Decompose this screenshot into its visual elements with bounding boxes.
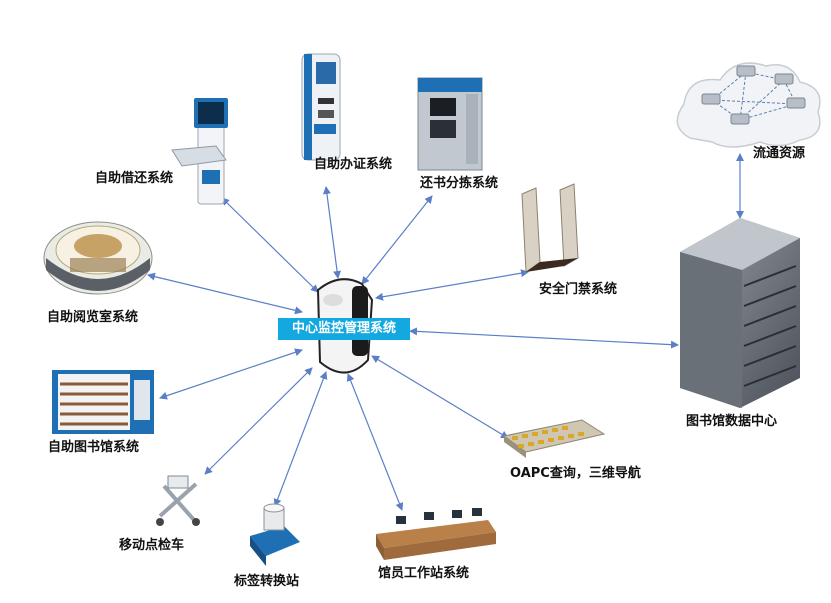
self-library-label: 自助图书馆系统 (48, 440, 140, 455)
cloud-icon (676, 62, 821, 148)
data-center-label: 图书馆数据中心 (686, 414, 778, 429)
arrow-security-gate (375, 269, 529, 301)
label-station-label: 标签转换站 (234, 574, 300, 589)
mobile-cart-label: 移动点检车 (119, 538, 185, 553)
security-gate-icon (521, 183, 579, 273)
opac-navigation-board-icon (502, 419, 606, 458)
self-checkout-kiosk-icon (171, 98, 228, 205)
center-system-label: 中心监控管理系统 (278, 318, 410, 340)
arrow-mobile-cart (204, 367, 313, 475)
arrow-staff-station (346, 373, 404, 511)
security-gate-label: 安全门禁系统 (539, 282, 618, 297)
staff-station-label: 馆员工作站系统 (378, 566, 470, 581)
connector-arrows (147, 153, 744, 511)
arrow-self-library (159, 348, 303, 400)
arrow-book-sorting (361, 195, 433, 285)
cloud-resources-label: 流通资源 (753, 146, 806, 161)
reading-room-icon (43, 221, 153, 295)
arrow-card-issue (322, 186, 342, 279)
card-issue-kiosk-icon (301, 53, 341, 161)
arrow-data-center (409, 327, 679, 349)
book-sorting-label: 还书分拣系统 (420, 176, 499, 191)
self-checkout-label: 自助借还系统 (95, 171, 174, 186)
mobile-cart-icon (156, 475, 200, 526)
server-rack-icon (680, 218, 800, 408)
arrow-opac (371, 355, 509, 439)
self-library-unit-icon (52, 370, 154, 434)
card-issue-label: 自助办证系统 (314, 157, 393, 172)
label-station-icon (250, 503, 300, 566)
arrow-label-station (273, 371, 328, 507)
book-sorting-machine-icon (417, 77, 483, 171)
arrow-reading-room (147, 272, 303, 315)
reading-room-label: 自助阅览室系统 (47, 310, 139, 325)
staff-workstation-icon (376, 508, 496, 560)
arrow-self-checkout (221, 197, 319, 293)
opac-label: OAPC查询，三维导航 (510, 466, 641, 481)
